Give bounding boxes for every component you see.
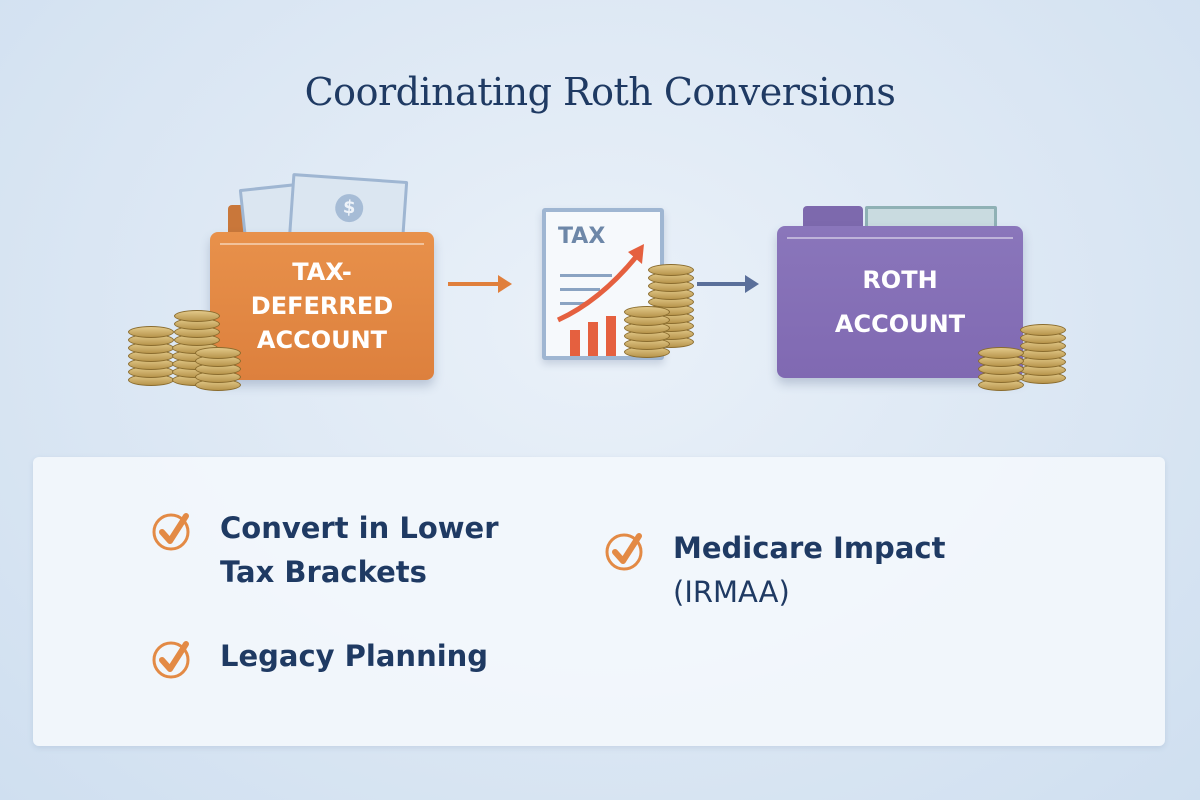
consideration-item: Convert in Lower Tax Brackets — [150, 506, 499, 594]
coin-stack-icon — [624, 300, 670, 360]
coin-stack-icon — [1020, 320, 1066, 390]
folder-label-line: ROTH — [862, 266, 938, 294]
dollar-icon: $ — [334, 193, 365, 224]
trend-arrow-icon — [556, 244, 644, 323]
folder-tab — [803, 206, 863, 226]
consideration-item: Legacy Planning — [150, 634, 488, 680]
folder-body: TAX- DEFERRED ACCOUNT — [210, 232, 434, 380]
consideration-subtitle: (IRMAA) — [673, 575, 790, 609]
arrow-right-icon — [697, 275, 759, 293]
consideration-title: Tax Brackets — [220, 555, 427, 589]
folder-label-line: ACCOUNT — [834, 310, 966, 338]
folder-label-line: ACCOUNT — [256, 326, 388, 354]
considerations-panel: Convert in Lower Tax Brackets Legacy Pla… — [33, 457, 1165, 746]
coin-stack-icon — [195, 345, 245, 395]
coin-stack-icon — [128, 320, 238, 390]
folder-label-line: TAX- — [292, 258, 352, 286]
page-title: Coordinating Roth Conversions — [304, 70, 896, 114]
tax-deferred-account-folder: $ TAX- DEFERRED ACCOUNT — [210, 173, 434, 380]
consideration-title: Convert in Lower — [220, 511, 499, 545]
tax-document-label: TAX — [558, 224, 606, 249]
check-circle-icon — [152, 641, 190, 679]
folder-label-line: DEFERRED — [250, 292, 394, 320]
consideration-title: Medicare Impact — [673, 531, 946, 565]
arrow-right-icon — [448, 275, 512, 293]
consideration-title: Legacy Planning — [220, 639, 489, 673]
consideration-item: Medicare Impact (IRMAA) — [603, 526, 945, 614]
check-circle-icon — [605, 533, 643, 571]
coin-stack-icon — [978, 345, 1024, 395]
check-circle-icon — [152, 513, 190, 551]
